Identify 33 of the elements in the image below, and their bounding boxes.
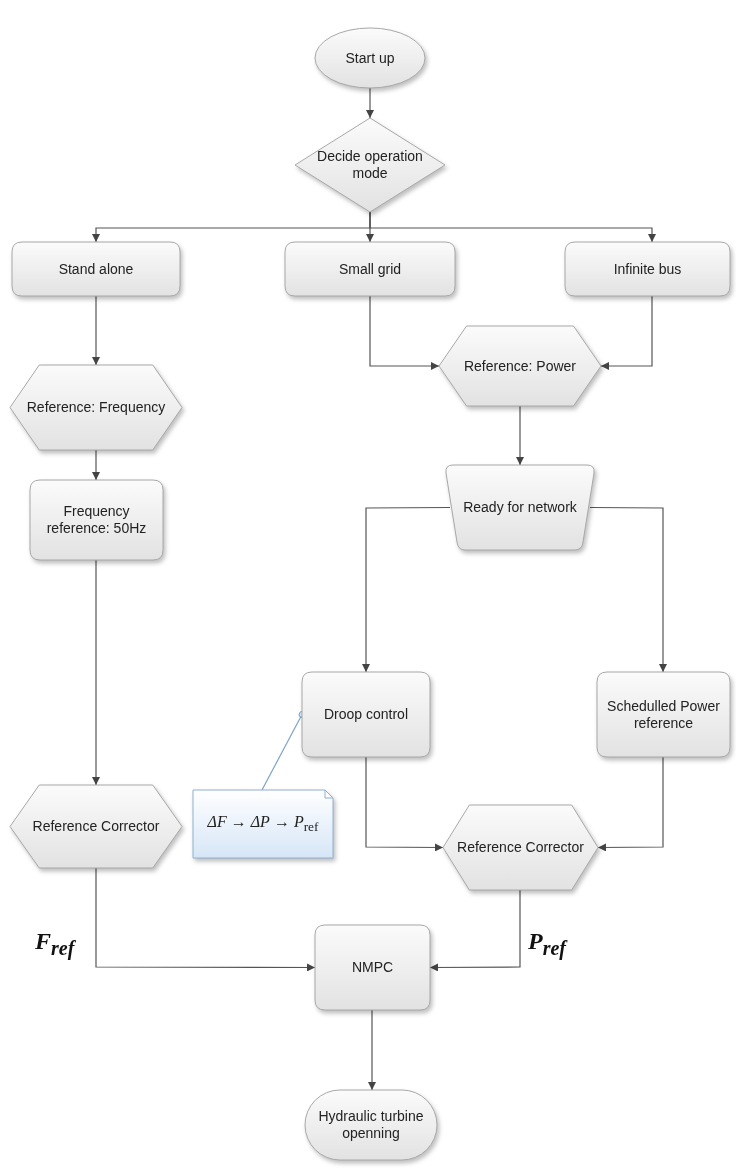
arrow [516,405,524,466]
node-label: Reference Corrector [456,839,585,856]
node-label: Small grid [337,260,403,278]
arrow [92,449,100,481]
signal-label: P$_{ref}$ [528,928,566,960]
node-label: NMPC [350,959,395,976]
node-label: Ready for network [462,499,578,516]
node-label: Decide operation mode [316,148,424,182]
arrow [429,889,521,972]
node-label: Reference Corrector [31,818,161,835]
node-label: Reference: Frequency [25,399,167,416]
node-label: Reference: Power [462,357,578,375]
arrow [95,867,316,972]
arrow [366,87,374,119]
node-label: Infinite bus [612,260,683,278]
arrow [365,756,444,852]
arrow [597,756,664,852]
arrow [362,506,451,673]
arrow [92,559,100,786]
arrow [600,295,653,370]
node-label: Hydraulic turbine openning [317,1108,425,1142]
formula-text: ΔF → ΔP → P$_{ref}$ [206,812,320,836]
arrow [589,506,667,673]
node-label: Stand alone [57,260,135,278]
node-label: Schedulled Power reference [606,697,721,732]
arrow [369,295,440,370]
node-label: Droop control [322,706,409,723]
signal-label: F$_{ref}$ [35,928,75,960]
arrow [368,1009,376,1091]
arrow [92,295,100,366]
node-label: Start up [344,49,396,67]
node-label: Frequency reference: 50Hz [45,503,148,537]
arrow [369,211,656,243]
